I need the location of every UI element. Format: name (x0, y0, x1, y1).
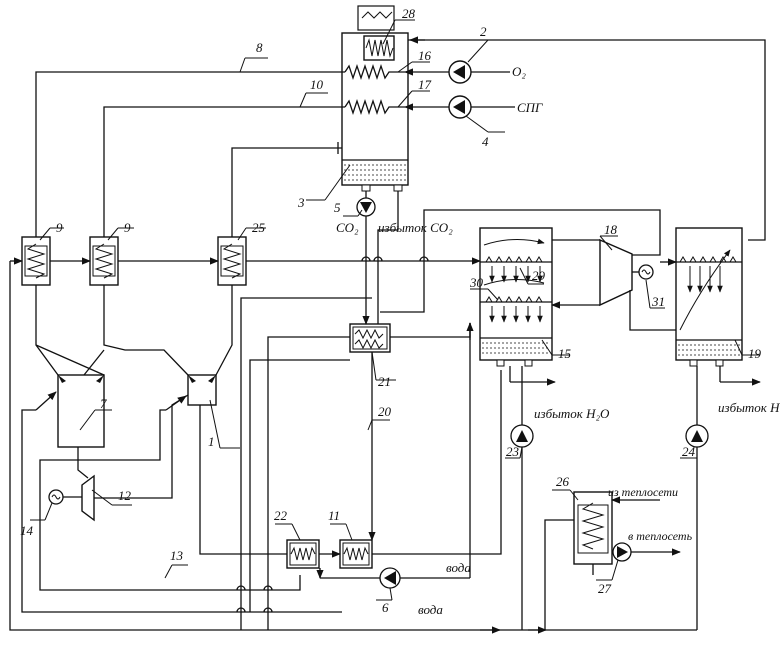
label-excess-co2: избыток CO₂ (378, 220, 453, 235)
num-20: 20 (378, 404, 392, 419)
num-9b: 9 (124, 220, 131, 235)
pump-27 (613, 543, 631, 561)
label-excess-h2o-2: избыток H₂O (718, 400, 780, 415)
label-o2: O₂ (512, 64, 526, 79)
num-4: 4 (482, 134, 489, 149)
combustor-1 (188, 375, 216, 405)
turbine-12 (82, 476, 94, 520)
num-21: 21 (378, 374, 391, 389)
label-from-heat-network: из теплосети (608, 485, 678, 499)
num-9a: 9 (56, 220, 63, 235)
combustor-7 (58, 375, 104, 447)
pump-2 (449, 61, 471, 83)
num-7: 7 (100, 396, 107, 411)
label-to-heat-network: в теплосеть (628, 529, 693, 543)
pump-6 (380, 568, 400, 588)
num-30: 30 (469, 275, 484, 290)
num-22: 22 (274, 508, 288, 523)
num-16: 16 (418, 48, 432, 63)
num-8: 8 (256, 40, 263, 55)
tank-3 (342, 6, 408, 191)
heat-exchanger-21 (350, 324, 390, 352)
num-2: 2 (480, 24, 487, 39)
label-excess-h2o-1: избыток H₂O (534, 406, 610, 421)
num-15: 15 (558, 346, 572, 361)
num-27: 27 (598, 581, 612, 596)
label-water-2: вода (418, 602, 443, 617)
heat-exchanger-9b (90, 237, 118, 285)
num-26: 26 (556, 474, 570, 489)
num-12: 12 (118, 488, 132, 503)
num-19: 19 (748, 346, 762, 361)
num-23: 23 (506, 444, 520, 459)
label-water-1: вода (446, 560, 471, 575)
generator-14 (49, 490, 63, 504)
heat-exchanger-25 (218, 237, 246, 285)
num-28: 28 (402, 6, 416, 21)
num-3: 3 (297, 195, 305, 210)
num-24: 24 (682, 444, 696, 459)
num-13: 13 (170, 548, 184, 563)
heat-exchanger-9a (22, 237, 50, 285)
column-15 (480, 228, 552, 366)
heat-exchanger-22 (287, 540, 319, 568)
num-29: 29 (532, 268, 546, 283)
num-17: 17 (418, 77, 432, 92)
coil-28 (364, 36, 394, 60)
heat-exchanger-26 (574, 492, 612, 564)
num-14: 14 (20, 523, 34, 538)
label-spg: СПГ (517, 100, 543, 115)
label-co2: CO₂ (336, 220, 359, 235)
num-1: 1 (208, 434, 215, 449)
num-31: 31 (651, 294, 665, 309)
num-18: 18 (604, 222, 618, 237)
generator-31 (639, 265, 653, 279)
num-25: 25 (252, 220, 266, 235)
num-5: 5 (334, 200, 341, 215)
heat-exchanger-11 (340, 540, 372, 568)
turbine-18 (600, 240, 632, 305)
pump-4 (449, 96, 471, 118)
num-10: 10 (310, 77, 324, 92)
num-11: 11 (328, 508, 340, 523)
num-6: 6 (382, 600, 389, 615)
column-19 (676, 228, 742, 366)
